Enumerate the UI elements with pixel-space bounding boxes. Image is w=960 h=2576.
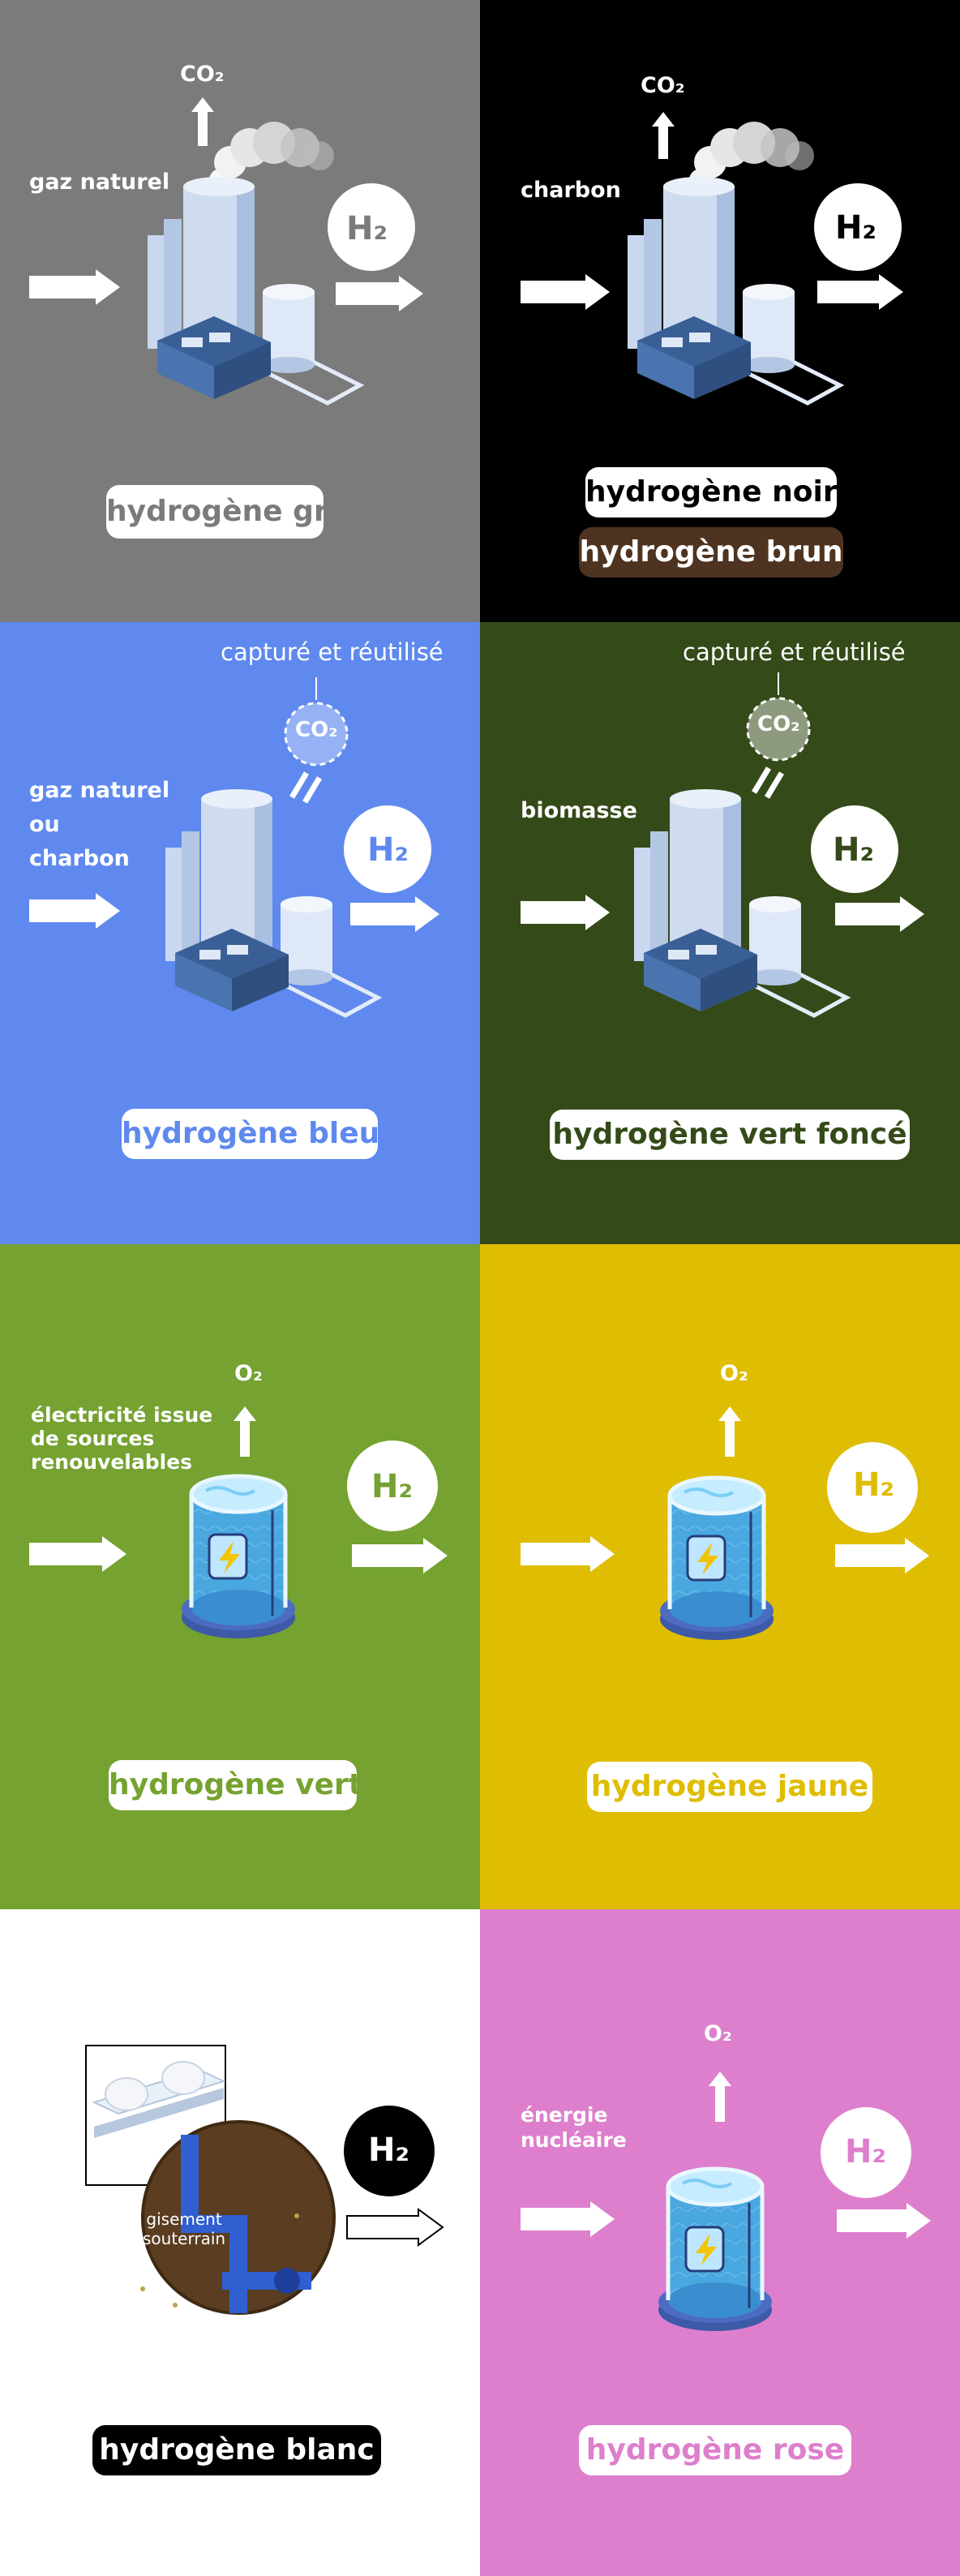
electrolyser-icon xyxy=(658,2166,772,2331)
input-label: énergie nucléaire xyxy=(521,2103,627,2152)
output-arrow-icon xyxy=(352,1538,448,1574)
byproduct-label: CO₂ xyxy=(180,62,225,87)
capture-note: capturé et réutilisé xyxy=(221,638,444,666)
factory-scene xyxy=(29,97,423,406)
capture-note: capturé et réutilisé xyxy=(683,638,906,666)
panel-hydrogene-vert-fonce: capturé et réutilisé CO₂ biomasse H₂ hyd… xyxy=(480,622,960,1244)
h2-circle-icon xyxy=(347,1440,438,1531)
input-label: gaz naturel xyxy=(29,170,170,195)
title-hydrogene-bleu: hydrogène bleu xyxy=(122,1109,379,1159)
underground-deposit-icon xyxy=(85,2045,336,2315)
panel-hydrogene-jaune: O₂ H₂ hydrogène jaune xyxy=(480,1244,960,1909)
output-arrow-icon xyxy=(835,896,924,932)
output-arrow-icon xyxy=(817,274,903,310)
panel-hydrogene-bleu: capturé et réutilisé CO₂ gaz naturel ou … xyxy=(0,622,480,1244)
factory-scene xyxy=(29,677,439,1018)
input-label: biomasse xyxy=(521,798,637,823)
panel-hydrogene-vert: O₂ électricité issue de sources renouvel… xyxy=(0,1244,480,1909)
output-formula: H₂ xyxy=(346,210,388,247)
output-formula: H₂ xyxy=(371,1468,413,1505)
input-label: électricité issue de sources renouvelabl… xyxy=(31,1403,213,1474)
title-hydrogene-jaune: hydrogène jaune xyxy=(587,1762,872,1812)
byproduct-label: CO₂ xyxy=(641,73,685,98)
byproduct-label: O₂ xyxy=(720,1361,748,1386)
electrolyser-scene xyxy=(29,1406,448,1638)
output-formula: H₂ xyxy=(368,2132,409,2169)
output-arrow-outline-icon xyxy=(346,2208,444,2247)
co2-capture-icon xyxy=(284,677,349,804)
byproduct-label: CO₂ xyxy=(757,712,800,736)
output-formula: H₂ xyxy=(833,831,874,869)
input-arrow-icon xyxy=(521,274,610,310)
panel-hydrogene-gris: CO₂ gaz naturel H₂ hydrogène gris xyxy=(0,0,480,622)
output-arrow-icon xyxy=(336,276,423,311)
deposit-label: gisement souterrain xyxy=(143,2209,226,2248)
factory-icon xyxy=(634,789,851,1018)
title-hydrogene-blanc: hydrogène blanc xyxy=(92,2425,381,2475)
input-arrow-icon xyxy=(29,1536,126,1572)
input-arrow-icon xyxy=(521,2201,615,2237)
byproduct-arrow-up-icon xyxy=(718,1406,741,1457)
h2-circle-icon xyxy=(811,805,898,893)
h2-circle-icon xyxy=(821,2107,911,2198)
factory-icon xyxy=(148,122,365,406)
title-hydrogene-noir: hydrogène noir xyxy=(585,467,838,517)
output-formula: H₂ xyxy=(367,831,409,869)
h2-circle-icon xyxy=(814,183,902,271)
input-arrow-icon xyxy=(521,895,610,930)
input-arrow-icon xyxy=(29,893,120,929)
h2-circle-icon xyxy=(328,183,415,271)
title-hydrogene-rose: hydrogène rose xyxy=(579,2425,851,2475)
byproduct-label: O₂ xyxy=(704,2021,732,2046)
electrolyser-icon xyxy=(182,1474,295,1638)
electrolyser-icon xyxy=(660,1475,774,1640)
output-arrow-icon xyxy=(837,2203,931,2239)
co2-capture-icon xyxy=(746,672,811,799)
output-arrow-icon xyxy=(835,1538,929,1574)
panel-hydrogene-noir: CO₂ charbon H₂ hydrogène noir hydrogène … xyxy=(480,0,960,622)
input-label: gaz naturel ou charbon xyxy=(29,778,170,871)
byproduct-arrow-up-icon xyxy=(709,2072,731,2122)
title-hydrogene-vert-fonce: hydrogène vert foncé xyxy=(550,1110,910,1160)
output-formula: H₂ xyxy=(835,209,876,247)
byproduct-label: CO₂ xyxy=(295,718,338,742)
factory-scene xyxy=(521,672,924,1018)
title-hydrogene-gris: hydrogène gris xyxy=(106,485,355,539)
byproduct-arrow-up-icon xyxy=(191,97,214,146)
byproduct-label: O₂ xyxy=(234,1361,263,1386)
factory-icon xyxy=(165,789,383,1018)
input-arrow-icon xyxy=(521,1536,615,1572)
h2-circle-icon xyxy=(344,2106,435,2196)
input-label: charbon xyxy=(521,178,621,203)
input-arrow-icon xyxy=(29,269,120,305)
electrolyser-scene xyxy=(521,2072,931,2331)
underground-scene xyxy=(85,2045,444,2315)
panel-hydrogene-rose: O₂ énergie nucléaire H₂ hydrogène rose xyxy=(480,1909,960,2576)
byproduct-arrow-up-icon xyxy=(652,112,675,159)
factory-scene xyxy=(521,112,903,406)
h2-circle-icon xyxy=(344,805,431,893)
output-formula: H₂ xyxy=(845,2133,886,2170)
title-hydrogene-brun: hydrogène brun xyxy=(579,527,843,577)
output-arrow-icon xyxy=(350,896,439,932)
h2-circle-icon xyxy=(827,1442,918,1533)
electrolyser-scene xyxy=(521,1406,929,1640)
panel-hydrogene-blanc: gisement souterrain H₂ hydrogène blanc xyxy=(0,1909,480,2576)
byproduct-arrow-up-icon xyxy=(234,1406,256,1457)
output-formula: H₂ xyxy=(853,1466,894,1504)
factory-icon xyxy=(628,122,845,406)
title-hydrogene-vert: hydrogène vert xyxy=(109,1760,362,1810)
